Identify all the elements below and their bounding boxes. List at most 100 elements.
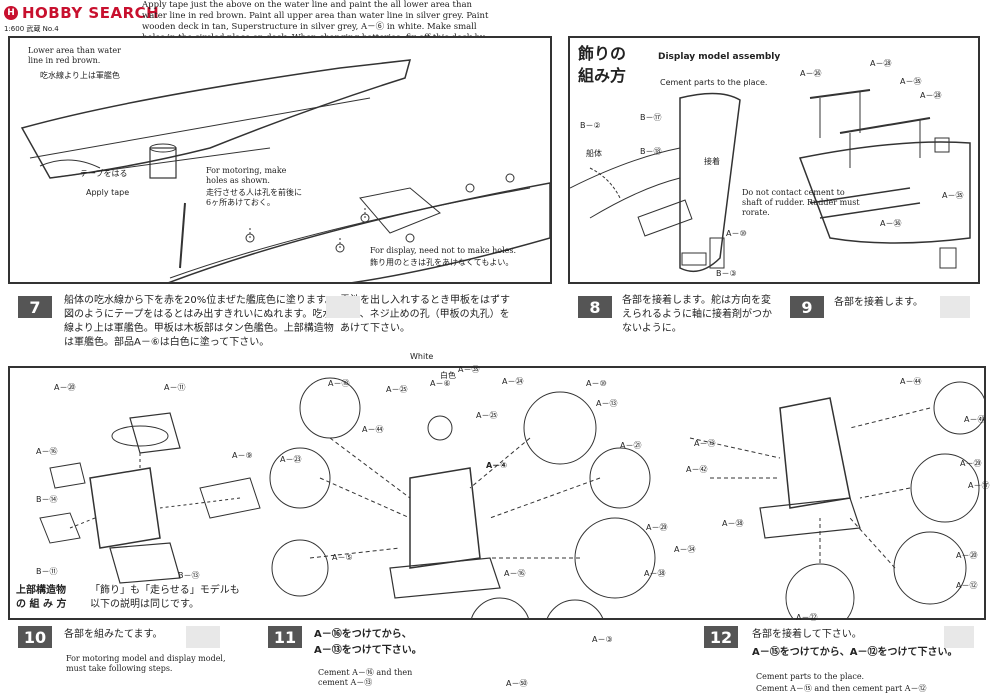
step8-label-hull: 船体 (586, 149, 602, 158)
step12-part-3: A－㉙ (960, 459, 982, 468)
step8-part-4: B－③ (716, 269, 737, 278)
step10-ghost-box (186, 626, 220, 648)
step7-text-jp-right: 電池を出し入れするとき甲板をはずすので、ネジ止めの孔（甲板の丸孔）をあけて下さい… (340, 295, 510, 334)
step10-text-jp: 各部を組みたてます。 (64, 629, 163, 640)
logo-mark-icon: H (4, 6, 18, 20)
step11-part-13: A－㊳ (644, 569, 666, 578)
step8-part-0: B－② (580, 121, 601, 130)
step8-label-setsu: 接着 (704, 157, 720, 166)
step9-text-jp: 各部を接着します。 (834, 297, 923, 308)
step11-part-2: A－⑥ (430, 379, 451, 388)
step9-number: 9 (790, 296, 824, 318)
step12-part-1: A－㊾ (964, 415, 986, 424)
step12-part-10: A－⑫ (956, 581, 978, 590)
step12-part-8: A－⑳ (956, 551, 978, 560)
step12-part-7: A－㉞ (674, 545, 696, 554)
step12-part-4: A－⑰ (968, 481, 990, 490)
step11-part-6: A－⑬ (596, 399, 618, 408)
step7-label-lower-jp: 吃水線より上は軍艦色 (40, 71, 120, 80)
step11-part-14: A－⑯ (504, 569, 526, 578)
step11-part-9: A－㊹ (362, 425, 384, 434)
step11-text-jp-2: A－⑬をつけて下さい。 (314, 645, 422, 656)
step11-part-17: A－㊿ (506, 679, 528, 688)
step11-number: 11 (268, 626, 302, 648)
step10-part-4: A－⑨ (232, 451, 253, 460)
step8-cement-en: Cement parts to the place. (660, 78, 768, 87)
step10-part-1: A－⑪ (164, 383, 186, 392)
step12-part-9: A－㉒ (796, 613, 818, 622)
step8-part-1: B－⑰ (640, 113, 662, 122)
step11-part-5: A－⑩ (586, 379, 607, 388)
step10-part-5: B－⑪ (36, 567, 58, 576)
step12-ghost-box (944, 626, 974, 648)
step8-title-en: Display model assembly (658, 52, 781, 62)
step9-note-en: Do not contact cement to shaft of rudder… (742, 188, 860, 217)
step7-number: 7 (18, 296, 52, 318)
step8-number: 8 (578, 296, 612, 318)
step12-number: 12 (704, 626, 738, 648)
step11-part-11: A－㉑ (620, 441, 642, 450)
step11-label-white-en: White (410, 352, 434, 361)
step12-text-jp-1: 各部を接着して下さい。 (752, 629, 862, 640)
step8-title-jp-1: 飾りの (578, 44, 627, 63)
step10-12-illustration (39, 377, 984, 618)
step10-part-0: A－⑳ (54, 383, 76, 392)
step8-text-jp: 各部を接着します。舵は方向を変えられるように軸に接着剤がつかないように。 (622, 295, 772, 334)
step9-ghost-box (940, 296, 970, 318)
site-logo: H HOBBY SEARCH (4, 4, 159, 22)
step10-part-6: B－⑬ (178, 571, 200, 580)
step10-label-super-1: 上部構造物 (16, 585, 66, 596)
step7-label-display-en: For display, need not to make holes. (370, 246, 517, 255)
step8-9-panel: 飾りの 組み方 Display model assembly Cement pa… (568, 36, 980, 284)
step10-label-super-2: の 組 み 方 (16, 599, 67, 610)
step9-part-0: A－㉖ (800, 69, 822, 78)
step9-part-5: A－㊱ (880, 219, 902, 228)
step12-text-jp-2: A－⑮をつけてから、A－⑫をつけて下さい。 (752, 647, 958, 658)
step10-number: 10 (18, 626, 52, 648)
step10-text-en: For motoring model and display model, mu… (66, 654, 226, 673)
step7-panel: Lower area than water line in red brown.… (8, 36, 552, 284)
step7-ghost-box (326, 296, 360, 318)
step8-part-3: A－⑩ (726, 229, 747, 238)
step11-part-3: A－㉟ (458, 365, 480, 374)
step7-label-motoring-en: For motoring, make holes as shown. (206, 166, 287, 185)
step7-text-jp: 船体の吃水線から下を赤を20%位まぜた艦底色に塗ります。図のようにテープをはると… (64, 295, 335, 348)
step11-part-16: A－⑤ (332, 553, 353, 562)
step11-part-1: A－㉕ (386, 385, 408, 394)
step11-text-jp-1: A－⑯をつけてから、 (314, 629, 412, 640)
step11-part-4: A－㉔ (502, 377, 524, 386)
step7-label-tape-en: Apply tape (86, 188, 130, 197)
step12-part-2: A－⑬ (694, 439, 716, 448)
step7-hull-illustration (20, 59, 550, 282)
step11-part-8: A－④ (486, 461, 507, 470)
step11-part-15: A－③ (592, 635, 613, 644)
step8-9-illustration (570, 89, 971, 273)
step11-part-10: A－㉓ (280, 455, 302, 464)
step9-part-2: A－㉟ (900, 77, 922, 86)
step12-part-6: A－㊳ (722, 519, 744, 528)
step10-note-jp: 「飾り」も「走らせる」モデルも以下の説明は同じです。 (90, 585, 240, 610)
logo-text: HOBBY SEARCH (22, 4, 160, 22)
step12-part-5: A－㊷ (686, 465, 708, 474)
step10-12-panel: A－⑳ A－⑪ A－⑯ B－⑭ A－⑨ B－⑪ B－⑬ 上部構造物 の 組 み … (8, 352, 990, 688)
step9-part-4: A－㉟ (942, 191, 964, 200)
step12-text-en-2: Cement A－⑮ and then cement part A－⑫ (756, 684, 927, 693)
step11-part-12: A－㉙ (646, 523, 668, 532)
step9-part-1: A－㉘ (870, 59, 892, 68)
step8-title-jp-2: 組み方 (578, 66, 627, 85)
step11-label-white-jp: 白色 (440, 371, 456, 380)
step10-part-3: B－⑭ (36, 495, 58, 504)
step12-part-0: A－㊹ (900, 377, 922, 386)
step8-part-2: B－⑱ (640, 147, 662, 156)
step10-part-2: A－⑯ (36, 447, 58, 456)
step12-text-en-1: Cement parts to the place. (756, 672, 865, 681)
step11-text-en: Cement A－⑯ and then cement A－⑬ (318, 668, 413, 687)
step7-label-motoring-jp: 走行させる人は孔を前後に6ヶ所あけておく。 (206, 188, 302, 207)
step7-label-display-jp: 飾り用のときは孔をあけなくてもよい。 (370, 258, 514, 267)
step9-part-3: A－㉘ (920, 91, 942, 100)
step11-part-7: A－㉕ (476, 411, 498, 420)
step7-label-lower-en: Lower area than water line in red brown. (28, 46, 121, 65)
step7-label-tape-jp: テープをはる (80, 169, 128, 178)
step11-part-0: A－⑱ (328, 379, 350, 388)
scale-note: 1:600 武蔵 No.4 (4, 25, 59, 33)
